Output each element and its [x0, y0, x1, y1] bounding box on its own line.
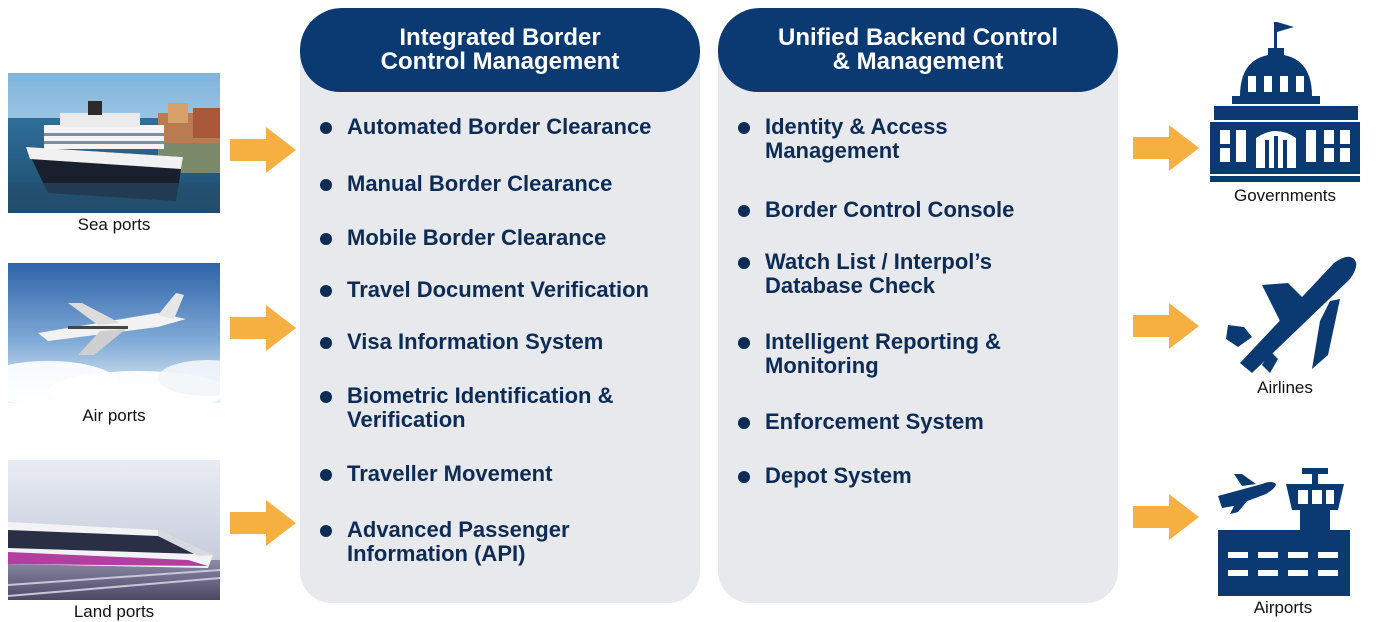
sea-port-image — [8, 73, 220, 213]
list-item: Automated Border Clearance — [320, 115, 700, 139]
unified-backend-control-panel: Unified Backend Control & Management Ide… — [718, 8, 1118, 603]
list-item-text-cont: Information (API) — [347, 541, 526, 566]
government-building-icon — [1210, 22, 1360, 182]
list-item-text-cont: Verification — [347, 407, 466, 432]
panel-title-line2: & Management — [832, 48, 1004, 75]
list-item-text: Depot System — [765, 463, 912, 488]
high-speed-train-photo — [8, 460, 220, 600]
airplane-icon — [1226, 256, 1357, 373]
list-item-text: Watch List / Interpol’s — [765, 249, 992, 274]
list-item-text: Mobile Border Clearance — [347, 225, 607, 250]
list-item-text: Visa Information System — [347, 329, 604, 354]
list-item: Travel Document Verification — [320, 278, 700, 302]
list-item-text-cont: Database Check — [765, 273, 935, 298]
list-item-text: Enforcement System — [765, 409, 984, 434]
destination-label-airlines: Airlines — [1257, 378, 1313, 397]
panel-title-line1: Unified Backend Control — [777, 24, 1059, 51]
panel-title-line1: Integrated Border — [399, 24, 601, 51]
list-item: Biometric Identification & Verification — [320, 384, 700, 432]
arrow-panel-to-airlines — [1133, 303, 1199, 349]
panel-title-integrated: Integrated Border Control Management — [300, 8, 700, 92]
list-item: Watch List / Interpol’s Database Check — [738, 250, 1118, 298]
arrow-panel-to-airports — [1133, 494, 1199, 540]
arrow-sea-to-panel — [230, 127, 296, 173]
list-item: Border Control Console — [738, 198, 1118, 222]
source-label-sea: Sea ports — [77, 215, 151, 234]
private-jet-photo — [8, 263, 220, 403]
list-item: Depot System — [738, 464, 1118, 488]
list-item: Traveller Movement — [320, 462, 700, 486]
destination-label-governments: Governments — [1233, 186, 1337, 205]
source-label-land: Land ports — [73, 602, 155, 621]
list-item-text: Traveller Movement — [347, 461, 553, 486]
panel-title-line2: Control Management — [380, 48, 620, 75]
land-port-image — [8, 460, 220, 600]
list-item-text: Advanced Passenger — [347, 517, 570, 542]
list-item-text: Intelligent Reporting & — [765, 329, 1001, 354]
arrow-air-to-panel — [230, 305, 296, 351]
arrow-panel-to-governments — [1133, 125, 1199, 171]
list-item-text: Identity & Access — [765, 114, 948, 139]
destination-label-airports: Airports — [1253, 598, 1313, 617]
list-item-text: Travel Document Verification — [347, 277, 649, 302]
list-item-text: Border Control Console — [765, 197, 1015, 222]
air-port-image — [8, 263, 220, 403]
list-item-text: Automated Border Clearance — [347, 114, 652, 139]
list-item: Visa Information System — [320, 330, 700, 354]
airport-tower-icon — [1218, 468, 1350, 596]
cruise-ship-photo — [8, 73, 220, 213]
integrated-border-control-panel: Integrated Border Control Management Aut… — [300, 8, 700, 603]
list-item: Advanced Passenger Information (API) — [320, 518, 700, 566]
list-item-text-cont: Management — [765, 138, 900, 163]
list-item-text-cont: Monitoring — [765, 353, 879, 378]
list-item-text: Manual Border Clearance — [347, 171, 613, 196]
list-item-text: Biometric Identification & — [347, 383, 614, 408]
arrow-land-to-panel — [230, 500, 296, 546]
list-item: Enforcement System — [738, 410, 1118, 434]
list-item: Identity & Access Management — [738, 115, 1118, 163]
list-item: Mobile Border Clearance — [320, 226, 700, 250]
source-label-air: Air ports — [82, 406, 146, 425]
panel-title-unified: Unified Backend Control & Management — [718, 8, 1118, 92]
list-item: Intelligent Reporting & Monitoring — [738, 330, 1118, 378]
list-item: Manual Border Clearance — [320, 172, 700, 196]
